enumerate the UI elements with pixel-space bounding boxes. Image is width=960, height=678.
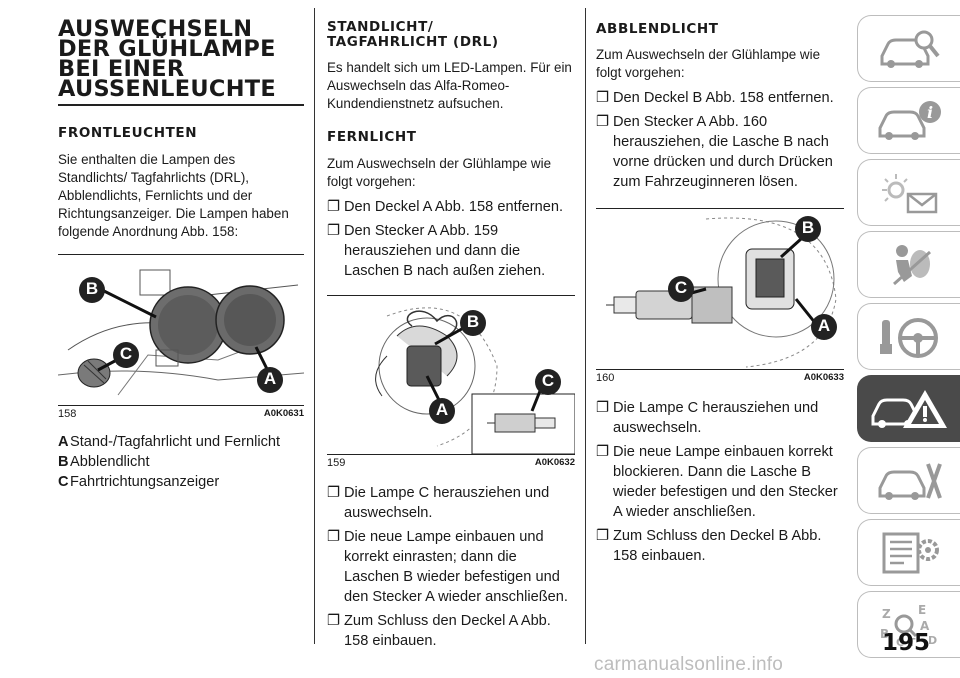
- intro-paragraph: Sie enthalten die Lampen des Standlichts…: [58, 152, 289, 239]
- svg-text:E: E: [918, 603, 926, 617]
- high-beam-bulb-illustration: [327, 296, 575, 454]
- airbag-icon: [893, 244, 931, 285]
- step-item: ❐Die neue Lampe einbauen und korrekt ein…: [327, 529, 568, 605]
- figure-159: B C A: [327, 295, 575, 455]
- step-item: ❐Den Stecker A Abb. 159 herausziehen und…: [327, 223, 546, 279]
- step-item: ❐Die Lampe C herausziehen und auswechsel…: [596, 400, 819, 436]
- figure-code: A0K0632: [534, 457, 575, 468]
- callout-label-c: C: [119, 344, 133, 363]
- figure-code: A0K0633: [803, 372, 844, 383]
- callout-label-a: A: [435, 400, 449, 419]
- column-divider: [314, 8, 315, 644]
- subheading-fernlicht: FERNLICHT: [327, 129, 417, 145]
- column-1: AUSWECHSELN DER GLÜHLAMPE BEI EINER AUSS…: [58, 0, 304, 492]
- figure-code: A0K0631: [263, 408, 304, 419]
- callout-label-a: A: [263, 369, 277, 388]
- legend-item: CFahrtrichtungsanzeiger: [58, 474, 220, 490]
- heading-rule: [58, 104, 304, 106]
- figure-number: 158: [58, 408, 77, 420]
- warning-lights-icon: [882, 173, 938, 213]
- svg-text:B: B: [880, 627, 889, 641]
- figure-number: 159: [327, 457, 346, 469]
- column-divider: [585, 8, 586, 644]
- breakdown-warning-icon: [871, 389, 947, 428]
- figure-legend: AStand-/Tagfahrlicht und Fernlicht BAbbl…: [58, 432, 304, 492]
- figure-caption: 158 A0K0631: [58, 406, 304, 420]
- step-item: ❐Zum Schluss den Deckel A Abb. 158 einba…: [327, 613, 551, 649]
- section-heading: AUSWECHSELN DER GLÜHLAMPE BEI EINER AUSS…: [58, 17, 277, 102]
- step-item: ❐Die Lampe C herausziehen und auswechsel…: [327, 485, 550, 521]
- steering-wheel-icon: [880, 317, 938, 358]
- callout-label-c: C: [541, 371, 555, 390]
- lead-paragraph: Zum Auswechseln der Glühlampe wie folgt …: [596, 47, 821, 80]
- car-search-icon: [880, 30, 940, 68]
- column-3: ABBLENDLICHT Zum Auswechseln der Glühlam…: [596, 0, 844, 566]
- legend-item: AStand-/Tagfahrlicht und Fernlicht: [58, 434, 281, 450]
- headlight-overview-illustration: [58, 255, 304, 405]
- callout-label-b: B: [85, 279, 99, 298]
- technical-data-icon: [882, 532, 939, 573]
- car-maintenance-icon: [878, 462, 942, 500]
- step-item: ❐Den Deckel B Abb. 158 entfernen.: [596, 90, 834, 106]
- column-2: STANDLICHT/ TAGFAHRLICHT (DRL) Es handel…: [327, 0, 575, 651]
- callout-label-c: C: [674, 278, 688, 297]
- tab-safety-devices[interactable]: [857, 231, 960, 298]
- subheading-frontleuchten: FRONTLEUCHTEN: [58, 125, 198, 141]
- tab-in-an-emergency[interactable]: [857, 375, 960, 442]
- callout-label-b: B: [801, 218, 815, 237]
- tab-servicing-care[interactable]: [857, 447, 960, 514]
- callout-label-a: A: [817, 316, 831, 335]
- tab-technical-data[interactable]: [857, 519, 960, 586]
- tab-safety[interactable]: i: [857, 87, 960, 154]
- subheading-abblendlicht: ABBLENDLICHT: [596, 21, 719, 37]
- subheading-standlicht: STANDLICHT/ TAGFAHRLICHT (DRL): [327, 19, 499, 50]
- low-beam-bulb-illustration: [596, 209, 844, 369]
- svg-text:C: C: [896, 636, 904, 648]
- svg-text:A: A: [920, 619, 930, 633]
- led-paragraph: Es handelt sich um LED-Lampen. Für ein A…: [327, 60, 572, 111]
- figure-158: B C A: [58, 254, 304, 406]
- tab-starting-driving[interactable]: [857, 303, 960, 370]
- chapter-tabs: i: [857, 15, 960, 663]
- page-number: 195: [882, 630, 931, 656]
- step-item: ❐Den Stecker A Abb. 160 herausziehen, di…: [596, 114, 833, 190]
- legend-item: BAbblendlicht: [58, 454, 150, 470]
- watermark: carmanualsonline.info: [594, 654, 784, 675]
- svg-text:i: i: [927, 103, 933, 122]
- lead-paragraph: Zum Auswechseln der Glühlampe wie folgt …: [327, 156, 552, 189]
- svg-text:T: T: [908, 636, 916, 648]
- step-item: ❐Zum Schluss den Deckel B Abb. 158 einba…: [596, 528, 822, 564]
- svg-text:D: D: [928, 634, 937, 647]
- car-info-icon: i: [878, 100, 941, 140]
- figure-160: B C A: [596, 208, 844, 370]
- figure-caption: 160 A0K0633: [596, 370, 844, 384]
- callout-label-b: B: [466, 312, 480, 331]
- figure-caption: 159 A0K0632: [327, 455, 575, 469]
- figure-number: 160: [596, 372, 615, 384]
- step-item: ❐Den Deckel A Abb. 158 entfernen.: [327, 199, 564, 215]
- step-item: ❐Die neue Lampe einbauen korrekt blockie…: [596, 444, 838, 520]
- svg-text:Z: Z: [882, 607, 891, 621]
- tab-getting-to-know-car[interactable]: [857, 15, 960, 82]
- tab-warning-lights[interactable]: [857, 159, 960, 226]
